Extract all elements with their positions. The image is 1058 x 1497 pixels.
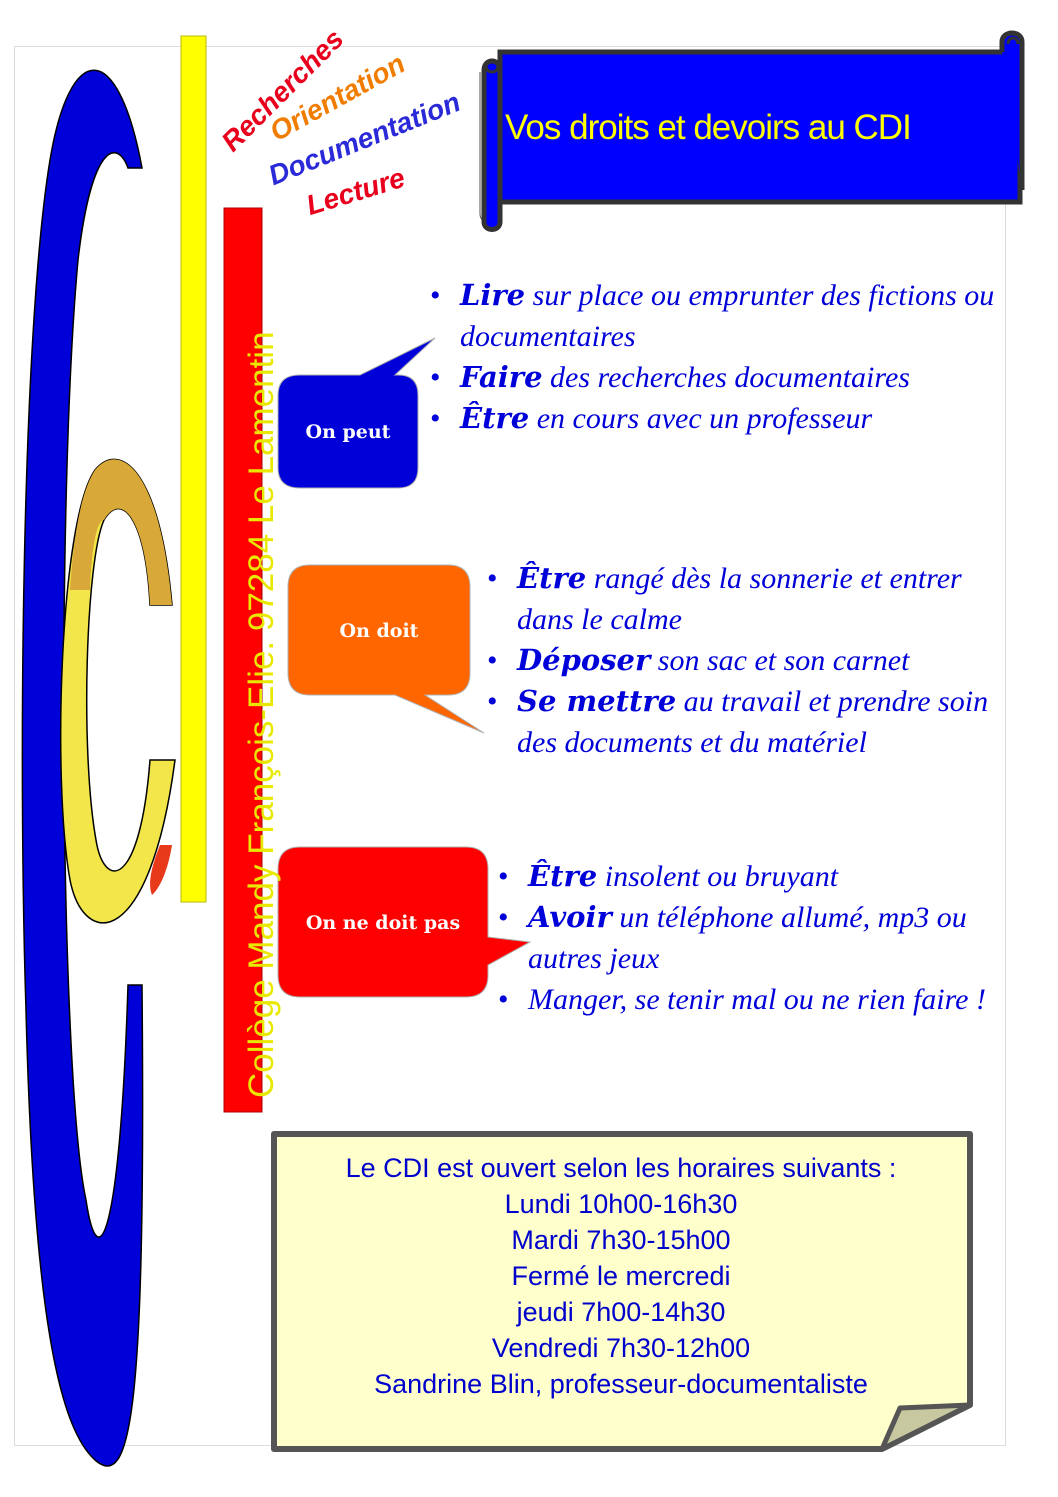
list-item: Se mettre au travail et prendre soin des… [487, 681, 1017, 763]
list-item: Manger, se tenir mal ou ne rien faire ! [498, 979, 1018, 1020]
hours-line: Vendredi 7h30-12h00 [491, 1333, 751, 1363]
big-c-logo [21, 69, 144, 1467]
list-item: Faire des recherches documentaires [430, 357, 1020, 398]
list-item: Déposer son sac et son carnet [487, 640, 1017, 681]
list-item: Avoir un téléphone allumé, mp3 ou autres… [498, 897, 1018, 979]
page-title: Vos droits et devoirs au CDI [505, 108, 912, 147]
bubble-on-doit [287, 564, 485, 734]
list-item: Être insolent ou bruyant [498, 856, 1018, 897]
hours-signature: Sandrine Blin, professeur-documentaliste [374, 1369, 868, 1399]
small-c-logo [59, 458, 176, 924]
title-scroll-banner [479, 30, 1025, 232]
label-on-peut: On peut [305, 421, 391, 443]
bubble-on-ne-doit-pas [277, 846, 532, 998]
opening-hours: Le CDI est ouvert selon les horaires sui… [278, 1150, 964, 1402]
yellow-bar [180, 35, 207, 903]
label-on-doit: On doit [339, 620, 419, 642]
red-bar [223, 207, 263, 1113]
hours-line: Lundi 10h00-16h30 [504, 1189, 738, 1219]
list-on-doit: Être rangé dès la sonnerie et entrer dan… [487, 558, 1017, 763]
list-on-peut: Lire sur place ou emprunter des fictions… [430, 275, 1020, 439]
list-item: Lire sur place ou emprunter des fictions… [430, 275, 1020, 357]
hours-line: Mardi 7h30-15h00 [511, 1225, 731, 1255]
bubble-on-peut [277, 337, 436, 489]
hours-intro: Le CDI est ouvert selon les horaires sui… [345, 1153, 897, 1183]
school-label: Collège Mandy François-Elie. 97284 Le La… [242, 331, 281, 1098]
list-on-ne-doit-pas: Être insolent ou bruyant Avoir un téléph… [498, 856, 1018, 1020]
hours-line: jeudi 7h00-14h30 [516, 1297, 726, 1327]
label-on-ne-doit-pas: On ne doit pas [305, 912, 461, 934]
list-item: Être en cours avec un professeur [430, 398, 1020, 439]
hours-note [271, 1131, 973, 1452]
hours-line: Fermé le mercredi [511, 1261, 731, 1291]
list-item: Être rangé dès la sonnerie et entrer dan… [487, 558, 1017, 640]
